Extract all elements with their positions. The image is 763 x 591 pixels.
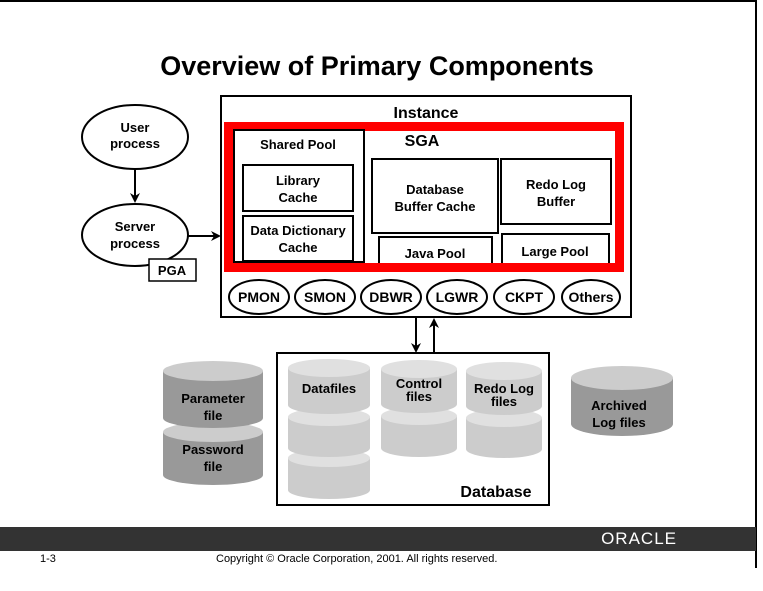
buffer-cache-line1: Database xyxy=(406,182,464,197)
top-border xyxy=(0,0,757,2)
slide-title: Overview of Primary Components xyxy=(160,51,594,81)
instance-label: Instance xyxy=(394,105,459,122)
library-cache-line1: Library xyxy=(276,173,321,188)
control-files-line2: files xyxy=(406,389,432,404)
control-files-line1: Control xyxy=(396,376,442,391)
parameter-file-cylinder: Parameter file xyxy=(163,361,263,428)
library-cache-line2: Cache xyxy=(278,190,317,205)
redo-log-files-line2: files xyxy=(491,394,517,409)
java-pool-label: Java Pool xyxy=(405,246,466,261)
library-cache-box: Library Cache xyxy=(242,164,354,212)
process-dbwr: DBWR xyxy=(360,279,422,315)
password-file-line2: file xyxy=(204,459,223,474)
pga-box: PGA xyxy=(148,258,197,282)
lgwr-label: LGWR xyxy=(436,289,479,305)
archived-log-line2: Log files xyxy=(592,415,645,430)
large-pool-box: Large Pool xyxy=(501,233,610,268)
redo-log-files-line1: Redo Log xyxy=(474,381,534,396)
footer-bar xyxy=(0,527,756,551)
java-pool-box: Java Pool xyxy=(378,236,493,268)
datafiles-label: Datafiles xyxy=(302,381,356,396)
redo-log-files-cylinder: Redo Log files xyxy=(466,362,542,458)
parameter-file-line2: file xyxy=(204,408,223,423)
process-others: Others xyxy=(561,279,621,315)
pga-label: PGA xyxy=(158,263,187,278)
process-smon: SMON xyxy=(294,279,356,315)
datafiles-cylinder: Datafiles xyxy=(288,359,370,499)
right-border xyxy=(755,0,757,568)
sga-bottom-edge xyxy=(224,263,624,272)
password-file-cylinder: Password file xyxy=(163,422,263,485)
others-label: Others xyxy=(568,289,613,305)
parameter-file-line1: Parameter xyxy=(181,391,245,406)
data-dictionary-cache-box: Data Dictionary Cache xyxy=(242,215,354,262)
user-process: User process xyxy=(81,104,189,170)
pmon-label: PMON xyxy=(238,289,280,305)
page-number: 1-3 xyxy=(40,553,56,565)
user-process-line1: User xyxy=(121,120,150,135)
control-files-cylinder: Control files xyxy=(381,360,457,457)
archived-log-line1: Archived xyxy=(591,398,647,413)
server-process-line2: process xyxy=(110,236,160,251)
redo-log-buffer-box: Redo Log Buffer xyxy=(500,158,612,225)
password-file-line1: Password xyxy=(182,442,243,457)
data-dictionary-line2: Cache xyxy=(278,240,317,255)
database-label: Database xyxy=(460,484,531,501)
sga-label: SGA xyxy=(405,133,440,150)
user-process-line2: process xyxy=(110,136,160,151)
process-pmon: PMON xyxy=(228,279,290,315)
server-process-line1: Server xyxy=(115,219,155,234)
ckpt-label: CKPT xyxy=(505,289,544,305)
dbwr-label: DBWR xyxy=(369,289,413,305)
shared-pool-label: Shared Pool xyxy=(260,137,336,152)
oracle-logo: ORACLE xyxy=(601,529,677,548)
data-dictionary-line1: Data Dictionary xyxy=(250,223,346,238)
archived-log-files-cylinder: Archived Log files xyxy=(571,366,673,436)
large-pool-label: Large Pool xyxy=(521,244,588,259)
database-buffer-cache-box: Database Buffer Cache xyxy=(371,158,499,234)
process-ckpt: CKPT xyxy=(493,279,555,315)
buffer-cache-line2: Buffer Cache xyxy=(395,199,476,214)
process-lgwr: LGWR xyxy=(426,279,488,315)
smon-label: SMON xyxy=(304,289,346,305)
copyright-text: Copyright © Oracle Corporation, 2001. Al… xyxy=(216,553,498,565)
redo-log-buffer-line1: Redo Log xyxy=(526,177,586,192)
server-process: Server process xyxy=(81,203,189,267)
redo-log-buffer-line2: Buffer xyxy=(537,194,575,209)
background-processes: PMON SMON DBWR LGWR CKPT Others xyxy=(228,279,621,315)
